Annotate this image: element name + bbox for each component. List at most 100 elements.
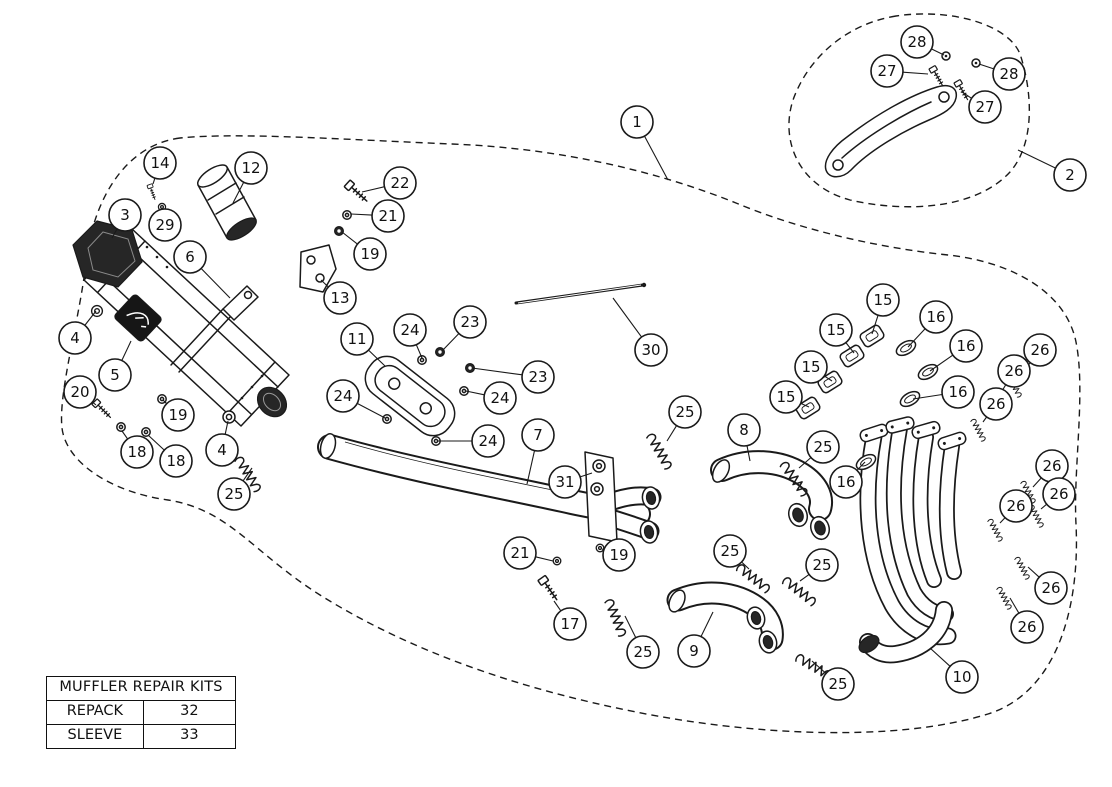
header-pipes	[858, 416, 967, 664]
callout-25: 25	[713, 534, 750, 570]
callout-23: 23	[441, 305, 487, 352]
callout-number: 16	[956, 337, 975, 355]
callout-circle	[602, 538, 636, 572]
callout-leader-line	[361, 186, 385, 193]
callout-16: 16	[829, 461, 866, 499]
callout-number: 25	[720, 542, 739, 560]
callout-26: 26	[1040, 477, 1076, 511]
callout-25: 25	[217, 467, 253, 511]
callout-number: 24	[400, 321, 419, 339]
callout-number: 9	[689, 642, 699, 660]
callout-circle	[383, 166, 417, 200]
callout-26: 26	[997, 354, 1031, 397]
callout-number: 23	[528, 368, 547, 386]
table-row: SLEEVE 33	[47, 724, 235, 748]
callout-16: 16	[907, 300, 953, 348]
callout-26: 26	[979, 387, 1013, 423]
callout-number: 16	[836, 473, 855, 491]
callout-14: 14	[143, 146, 177, 185]
callout-circle	[340, 322, 374, 356]
callout-number: 23	[460, 313, 479, 331]
mount-bracket	[299, 244, 337, 293]
callout-leader-line	[800, 402, 810, 408]
rivets	[145, 245, 264, 400]
bracket-hardware	[928, 51, 981, 103]
callout-19: 19	[341, 231, 387, 271]
callout-circle	[668, 395, 702, 429]
callout-leader-line	[162, 399, 168, 405]
table-row: REPACK 32	[47, 700, 235, 725]
callout-25: 25	[624, 615, 660, 669]
callout-24: 24	[393, 313, 427, 359]
callout-leader-line	[798, 457, 812, 469]
washer-icon	[116, 422, 126, 432]
callout-circle	[805, 548, 839, 582]
callout-number: 22	[390, 174, 409, 192]
callout-27: 27	[870, 54, 929, 88]
callout-circle	[829, 465, 863, 499]
callout-number: 16	[948, 383, 967, 401]
callout-circle	[471, 424, 505, 458]
link-pipe	[317, 433, 662, 544]
callout-circle	[992, 57, 1026, 91]
callout-circle	[997, 354, 1031, 388]
callout-circle	[234, 151, 268, 185]
callout-1: 1	[620, 105, 669, 181]
callout-circle	[870, 54, 904, 88]
callout-leader-line	[912, 393, 943, 400]
callout-circle	[521, 418, 555, 452]
callout-23: 23	[471, 360, 555, 394]
callout-leader-line	[121, 340, 132, 361]
callout-20: 20	[63, 375, 97, 409]
callout-circle	[821, 667, 855, 701]
callout-leader-line	[871, 315, 879, 335]
bolt-icon	[343, 179, 371, 206]
callout-circle	[323, 281, 357, 315]
callout-leader-line	[845, 342, 855, 354]
callout-24: 24	[465, 381, 517, 415]
callout-9: 9	[677, 611, 714, 668]
callout-number: 24	[490, 389, 509, 407]
nut-icon	[334, 226, 344, 236]
callout-circle	[148, 208, 182, 242]
callout-circle	[713, 534, 747, 568]
hanger-bracket	[824, 84, 958, 178]
grommet-icon	[222, 410, 236, 424]
callout-number: 25	[675, 403, 694, 421]
callout-number: 28	[999, 65, 1018, 83]
callout-number: 17	[560, 615, 579, 633]
callout-number: 25	[633, 643, 652, 661]
callout-leader-line	[644, 135, 669, 181]
callout-leader-line	[978, 63, 994, 70]
callout-circle	[1042, 477, 1076, 511]
callout-number: 29	[155, 216, 174, 234]
callout-circle	[371, 199, 405, 233]
callout-leader-line	[902, 71, 929, 75]
callout-leader-line	[526, 450, 536, 485]
callout-31: 31	[548, 465, 593, 499]
callout-circle	[98, 358, 132, 392]
bracket-screw-icon	[971, 58, 981, 68]
callout-circle	[626, 635, 660, 669]
callout-leader-line	[471, 367, 523, 376]
callout-leader-line	[553, 600, 562, 612]
callout-circle	[968, 90, 1002, 124]
callout-leader-line	[823, 375, 833, 382]
callout-circle	[161, 398, 195, 432]
callout-circle	[453, 305, 487, 339]
callout-25: 25	[798, 430, 840, 469]
muffler-assembly	[72, 220, 290, 427]
callout-16: 16	[929, 329, 983, 372]
nut-icon	[435, 347, 445, 357]
callout-number: 20	[70, 383, 89, 401]
callout-circle	[620, 105, 654, 139]
callout-number: 27	[877, 62, 896, 80]
callout-number: 8	[739, 421, 749, 439]
muffler-strap-bracket	[170, 285, 259, 373]
callout-number: 7	[533, 426, 543, 444]
clamp-icon	[859, 324, 885, 348]
callout-leader-line	[929, 354, 954, 372]
callout-number: 26	[1049, 485, 1068, 503]
callout-number: 5	[110, 366, 120, 384]
callout-26: 26	[1032, 449, 1069, 488]
